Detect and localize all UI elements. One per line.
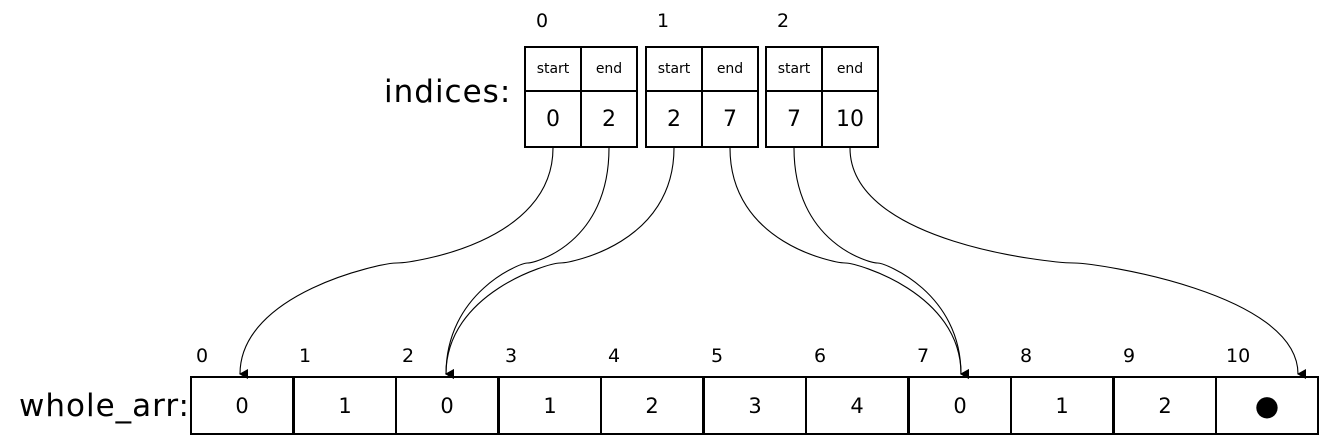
array-position-label: 9 [1123,345,1136,367]
pointer-arrow [793,147,970,379]
array-position-label: 8 [1020,345,1033,367]
array-position-label: 6 [814,345,827,367]
array-position-label: 0 [196,345,209,367]
end-value-cell: 10 [821,90,879,148]
pointer-arrow [729,147,970,379]
pointer-arrow [445,147,610,380]
array-position-label: 3 [505,345,518,367]
indices-label: indices: [384,74,512,110]
array-position-label: 2 [402,345,415,367]
array-position-label: 1 [299,345,312,367]
pointer-arrow [849,147,1307,379]
indices-index-label: 0 [536,10,549,32]
end-value-cell: 2 [580,90,638,148]
array-position-label: 10 [1226,345,1251,367]
pointer-arrow [239,147,554,380]
indices-index-label: 2 [777,10,790,32]
end-value-cell: 7 [701,90,759,148]
pointer-arrow [445,147,675,380]
whole-arr-label: whole_arr: [19,388,190,424]
array-position-label: 4 [608,345,621,367]
array-position-label: 5 [711,345,724,367]
array-position-label: 7 [917,345,930,367]
indices-index-label: 1 [657,10,670,32]
array-cell: ● [1215,376,1319,435]
